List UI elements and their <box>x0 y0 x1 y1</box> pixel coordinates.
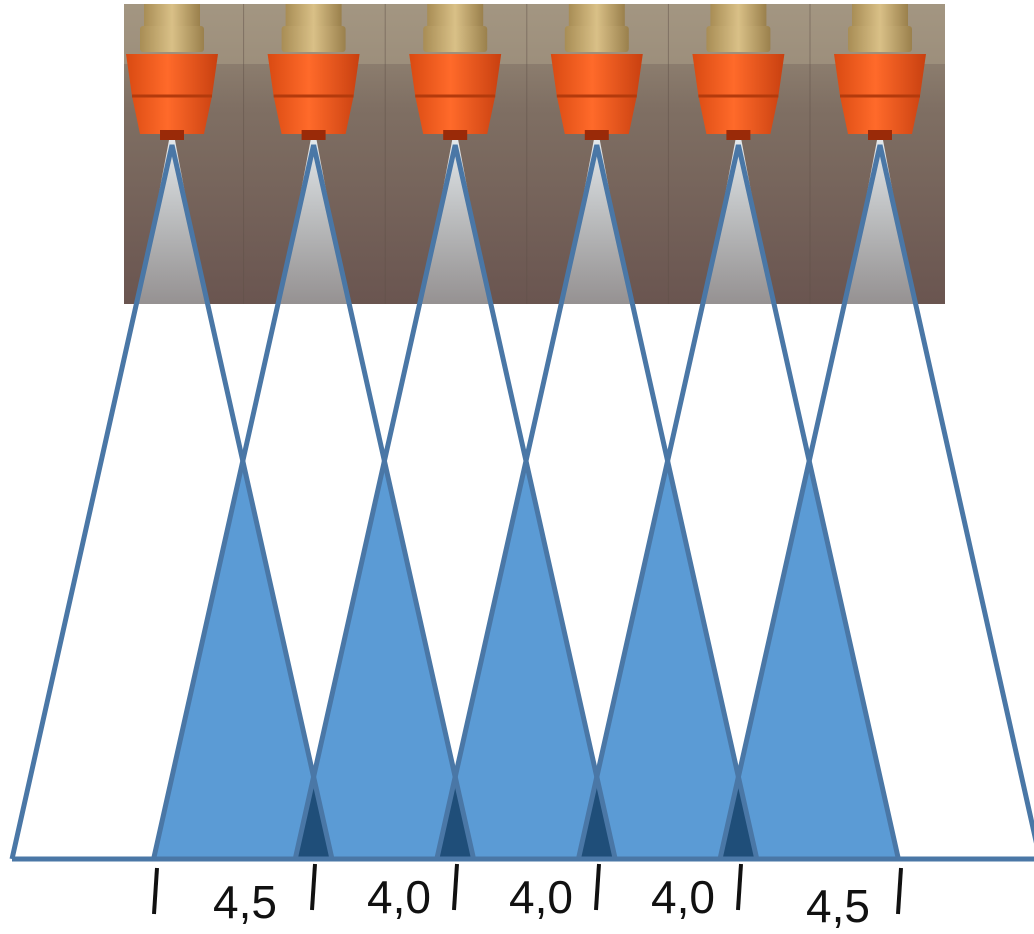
spacing-tick <box>896 867 903 915</box>
triple-overlap-region <box>295 776 332 859</box>
nozzle-photo <box>809 4 926 304</box>
overlap-regions <box>153 460 899 859</box>
spacing-tick <box>452 863 459 911</box>
triple-overlap-region <box>578 776 616 859</box>
nozzle-photo <box>126 4 218 304</box>
nozzle-photo-strip <box>124 4 945 304</box>
spacing-tick <box>736 863 743 911</box>
spacing-label: 4,5 <box>806 880 870 932</box>
nozzle-photo <box>384 4 502 304</box>
spacing-tick <box>310 863 317 911</box>
spacing-label: 4,0 <box>509 871 573 923</box>
nozzle-photo <box>243 4 360 304</box>
spray-cone <box>717 144 1034 860</box>
spray-cones <box>9 144 1034 860</box>
double-overlap-region <box>436 460 616 859</box>
triple-overlap-region <box>720 776 757 859</box>
double-overlap-region <box>153 460 332 859</box>
nozzle-photo <box>667 4 785 304</box>
spacing-tick <box>152 867 159 915</box>
triple-overlap-region <box>436 776 474 859</box>
double-overlap-region <box>578 460 757 859</box>
spacing-tick <box>594 863 601 911</box>
spacing-label: 4,5 <box>213 876 277 928</box>
spacing-ticks <box>152 863 903 915</box>
spacing-label: 4,0 <box>651 871 715 923</box>
double-overlap-region <box>720 460 899 859</box>
spacing-labels: 4,5 4,0 4,0 4,0 4,5 <box>213 871 870 932</box>
spray-cone <box>292 144 618 860</box>
spray-cone <box>575 144 901 860</box>
spray-cone <box>151 144 477 860</box>
spray-cone <box>434 144 760 860</box>
spacing-label: 4,0 <box>367 871 431 923</box>
spray-cone <box>9 144 335 860</box>
double-overlap-region <box>295 460 474 859</box>
nozzle-photo <box>526 4 643 304</box>
